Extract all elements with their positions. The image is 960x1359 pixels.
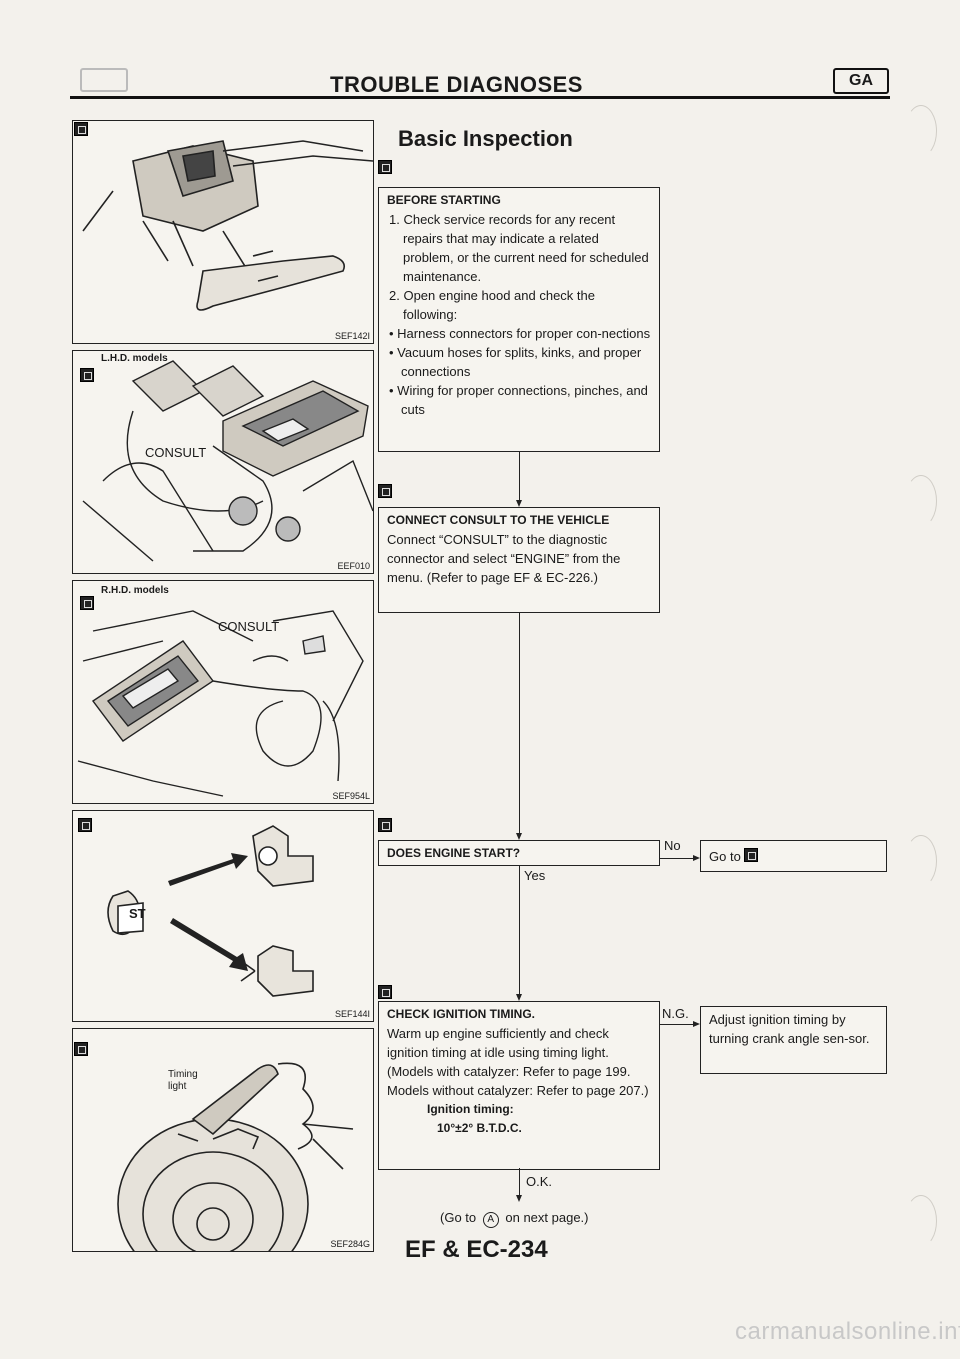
figure-code: SEF954L	[332, 791, 370, 801]
flow-step-2-badge	[378, 484, 392, 498]
go-to-next-prefix: (Go to	[440, 1210, 477, 1225]
branch-ng-label: N.G.	[662, 1006, 689, 1021]
go-to-6-content: Go to	[701, 841, 886, 872]
flow-arrow	[516, 1195, 522, 1202]
before-item-1: 1. Check service records for any recent …	[389, 212, 649, 284]
ignition-key-label: ST	[129, 906, 146, 921]
flow-arrow	[516, 833, 522, 840]
figure-rhd-consult: R.H.D. models CONSULT SEF954L	[72, 580, 374, 804]
punch-hole	[905, 1195, 937, 1247]
step-2-badge	[80, 596, 94, 610]
engine-start-question: DOES ENGINE START?	[387, 846, 521, 860]
step-1-badge	[74, 122, 88, 136]
flow-connector-ng	[659, 1024, 694, 1025]
figure-engine-start: ST SEF144I	[72, 810, 374, 1022]
punch-hole	[905, 835, 937, 887]
harness-connector-illustration	[82, 140, 373, 311]
step-4-badge	[74, 1042, 88, 1056]
branch-yes-label: Yes	[524, 868, 546, 883]
before-bullet-2: • Vacuum hoses for splits, kinks, and pr…	[389, 345, 642, 379]
go-to-next-suffix: on next page.)	[505, 1210, 589, 1225]
flow-arrow	[516, 500, 522, 507]
box-check-ignition-timing: CHECK IGNITION TIMING. Warm up engine su…	[378, 1001, 660, 1170]
punch-hole	[905, 475, 937, 527]
header-rule	[70, 96, 890, 99]
adjust-ignition-text: Adjust ignition timing by turning crank …	[709, 1012, 870, 1046]
flow-arrow	[693, 855, 700, 861]
figure-timing-light: Timing light SEF284G	[72, 1028, 374, 1252]
flow-step-4-badge	[378, 985, 392, 999]
flow-arrow	[516, 994, 522, 1001]
watermark: carmanualsonline.info	[735, 1318, 960, 1345]
branch-ok-label: O.K.	[526, 1174, 553, 1189]
figure-code: SEF142I	[334, 331, 370, 341]
callout-consult: CONSULT	[145, 445, 207, 460]
figure-lhd-consult: L.H.D. models CONSULT EEF010	[72, 350, 374, 574]
flow-connector	[519, 451, 520, 501]
ignition-timing-spec-label: Ignition timing:	[427, 1102, 514, 1116]
box-go-to-6: Go to	[700, 840, 887, 872]
box-connect-consult: CONNECT CONSULT TO THE VEHICLE Connect “…	[378, 507, 660, 613]
ignition-timing-spec-value: 10°±2° B.T.D.C.	[437, 1121, 522, 1135]
figure-label: L.H.D. models	[101, 353, 168, 364]
step-6-badge	[744, 848, 759, 862]
before-starting-title: BEFORE STARTING	[387, 193, 501, 207]
connect-consult-title: CONNECT CONSULT TO THE VEHICLE	[387, 513, 610, 527]
connect-consult-body: Connect “CONSULT” to the diagnostic conn…	[387, 532, 621, 585]
flow-connector	[519, 612, 520, 834]
branch-no-label: No	[664, 838, 681, 853]
section-tab: GA	[833, 68, 889, 94]
section-title: Basic Inspection	[398, 126, 573, 151]
step-3-badge	[78, 818, 92, 832]
flow-arrow	[693, 1021, 700, 1027]
figure-label: R.H.D. models	[101, 585, 169, 596]
punch-hole	[905, 105, 937, 157]
box-adjust-ignition-timing: Adjust ignition timing by turning crank …	[700, 1006, 887, 1074]
figure-code: SEF144I	[334, 1009, 370, 1019]
go-to-6-text: Go to	[709, 849, 741, 864]
go-to-next-page: (Go to A on next page.)	[440, 1210, 589, 1228]
before-bullet-1: • Harness connectors for proper con-nect…	[389, 326, 651, 341]
engine-start-illustration	[107, 825, 314, 997]
lhd-consult-illustration	[82, 360, 373, 562]
before-item-2: 2. Open engine hood and check the follow…	[389, 288, 595, 322]
flow-step-1-badge	[378, 160, 392, 174]
callout-consult: CONSULT	[218, 619, 280, 634]
rhd-consult-illustration	[77, 610, 364, 797]
box-before-starting: BEFORE STARTING 1. Check service records…	[378, 187, 660, 452]
before-bullet-1-text: Harness connectors for proper con-nectio…	[397, 326, 651, 341]
before-bullet-2-text: Vacuum hoses for splits, kinks, and prop…	[397, 345, 642, 379]
figure-code: EEF010	[337, 561, 370, 571]
page-title: TROUBLE DIAGNOSES	[330, 72, 583, 97]
flow-connector	[519, 1168, 520, 1196]
ignition-timing-title: CHECK IGNITION TIMING.	[387, 1007, 535, 1021]
circled-a-symbol: A	[482, 1212, 499, 1228]
flow-connector	[519, 865, 520, 995]
timing-light-illustration	[117, 1062, 354, 1251]
box-does-engine-start: DOES ENGINE START?	[378, 840, 660, 866]
ignition-timing-body: Warm up engine sufficiently and check ig…	[387, 1026, 649, 1098]
flow-step-3-badge	[378, 818, 392, 832]
figure-harness-connector: SEF142I	[72, 120, 374, 344]
step-2-badge	[80, 368, 94, 382]
flow-connector-no	[659, 858, 694, 859]
ghost-section-tab	[80, 68, 128, 92]
figure-code: SEF284G	[330, 1239, 370, 1249]
page-number: EF & EC-234	[405, 1236, 548, 1263]
before-bullet-3-text: Wiring for proper connections, pinches, …	[397, 383, 648, 417]
callout-timing-light: Timing light	[168, 1069, 198, 1092]
before-bullet-3: • Wiring for proper connections, pinches…	[389, 383, 648, 417]
